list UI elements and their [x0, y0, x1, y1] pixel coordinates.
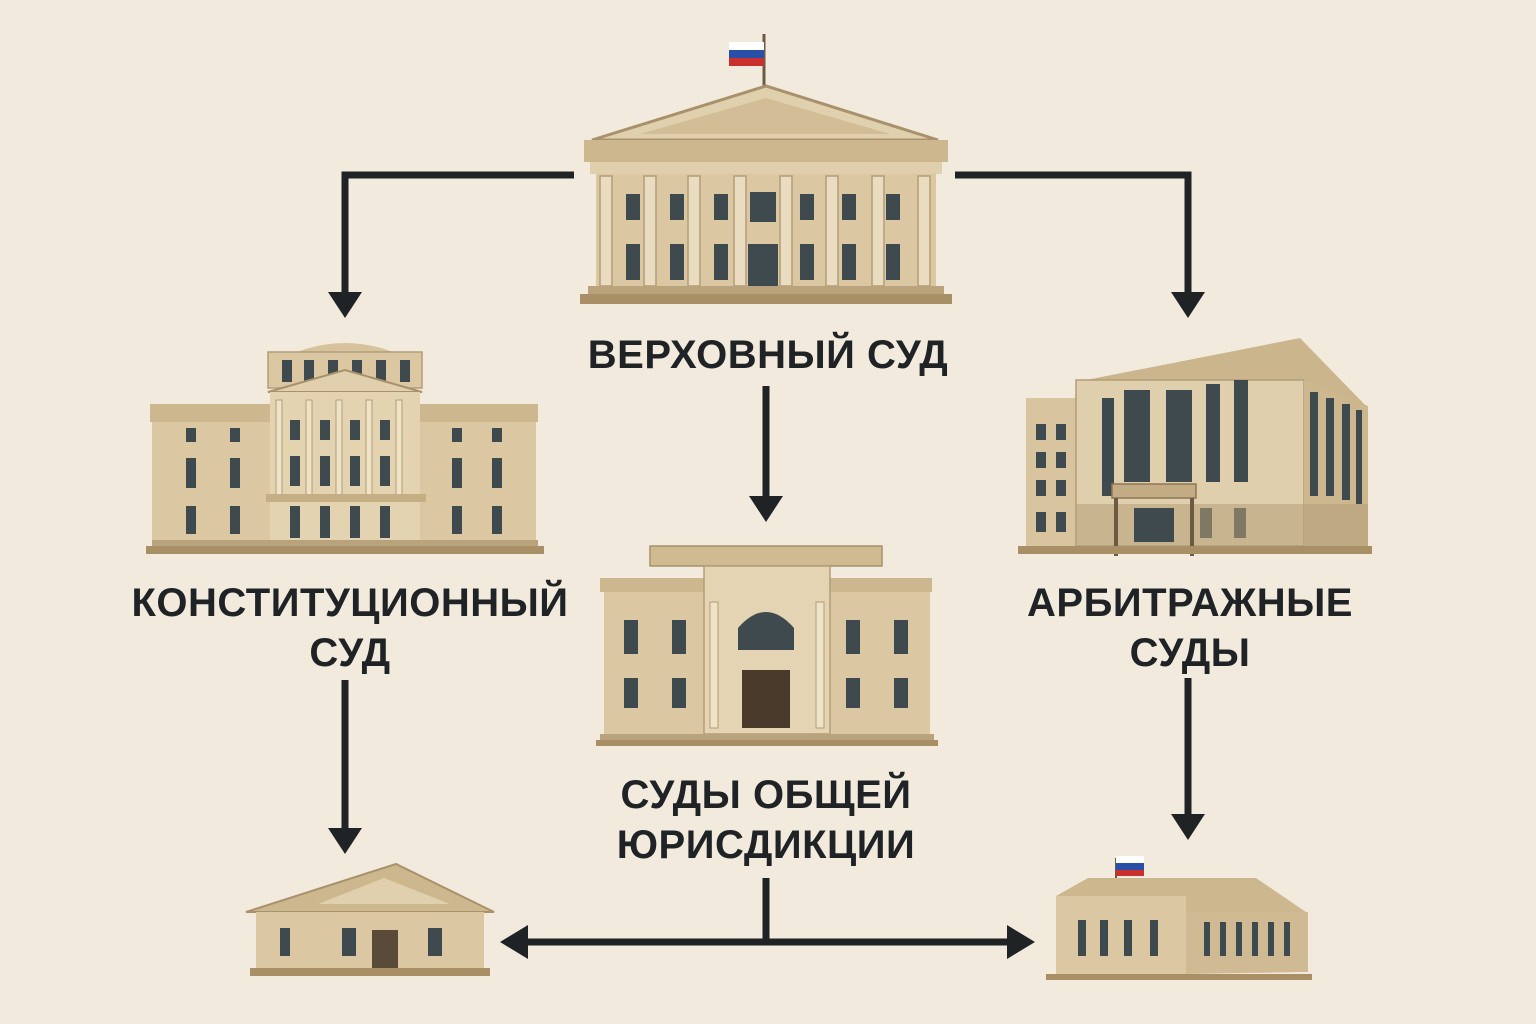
arrow-supreme-to-constitutional — [341, 171, 574, 300]
arrowhead-general — [749, 496, 783, 522]
arrowhead-bottom-left — [328, 828, 362, 854]
general-jurisdiction-label-line1: СУДЫ ОБЩЕЙ — [620, 773, 912, 817]
constitutional-court-label: КОНСТИТУЦИОННЫЙ СУД — [90, 578, 610, 678]
arrow-supreme-to-arbitration — [955, 171, 1192, 300]
district-court-building-right — [1046, 856, 1312, 980]
general-jurisdiction-courts-label: СУДЫ ОБЩЕЙ ЮРИСДИКЦИИ — [566, 770, 966, 870]
constitutional-court-label-line1: КОНСТИТУЦИОННЫЙ — [131, 581, 569, 625]
arbitration-courts-label-line2: СУДЫ — [1129, 631, 1251, 675]
arrowhead-arbitration — [1171, 292, 1205, 318]
general-court-building — [596, 545, 938, 746]
arrowhead-bottom-right-horizontal — [1007, 925, 1035, 959]
arrowhead-constitutional — [328, 292, 362, 318]
arbitration-court-building — [1018, 338, 1372, 556]
district-court-building-left — [245, 862, 495, 976]
arrowhead-bottom-left-horizontal — [500, 925, 528, 959]
supreme-court-label-line1: ВЕРХОВНЫЙ СУД — [587, 333, 949, 377]
general-jurisdiction-label-line2: ЮРИСДИКЦИИ — [616, 823, 916, 867]
arbitration-courts-label-line1: АРБИТРАЖНЫЕ — [1027, 581, 1353, 625]
constitutional-court-label-line2: СУД — [309, 631, 391, 675]
supreme-court-building — [580, 34, 952, 304]
constitutional-court-building — [146, 343, 544, 554]
arrowhead-bottom-right — [1171, 814, 1205, 840]
arbitration-courts-label: АРБИТРАЖНЫЕ СУДЫ — [990, 578, 1390, 678]
supreme-court-label: ВЕРХОВНЫЙ СУД — [568, 330, 968, 380]
connector-arrows — [328, 171, 1205, 959]
